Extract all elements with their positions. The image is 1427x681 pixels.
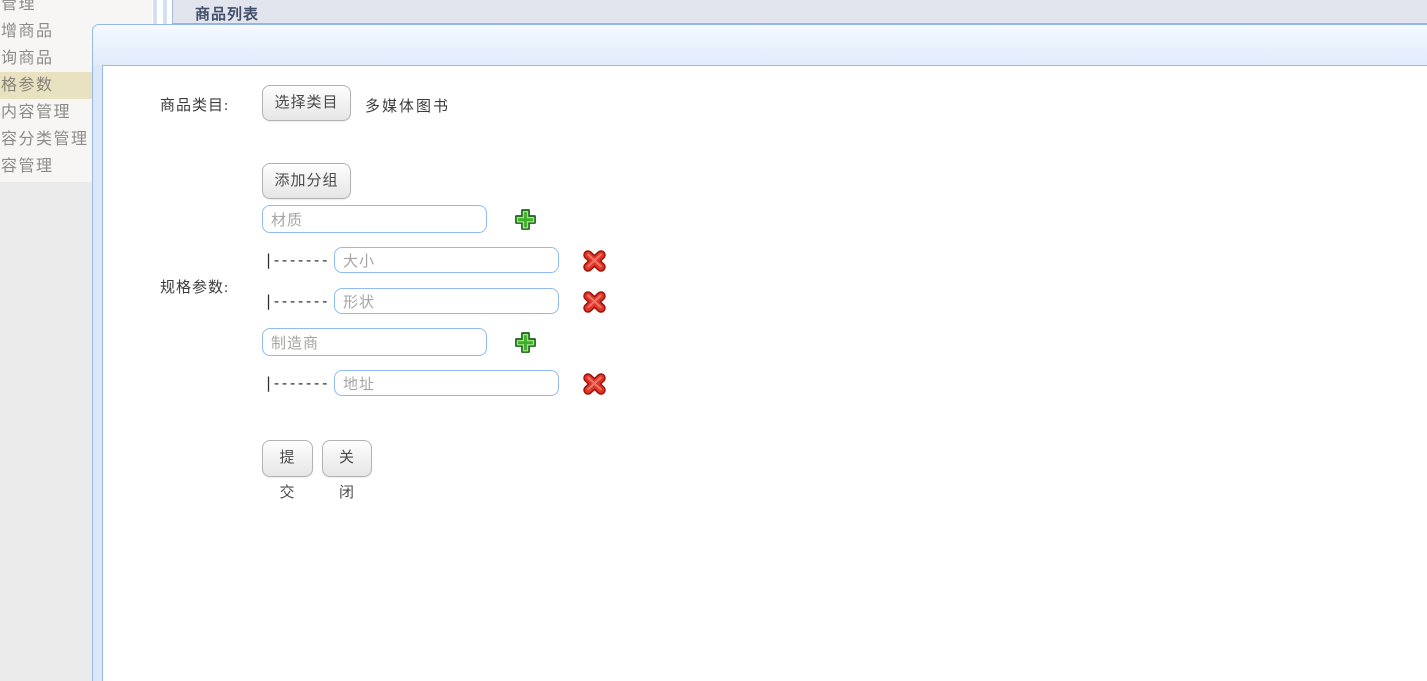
tab-product-list[interactable]: 商品列表 (195, 7, 260, 23)
add-param-icon[interactable] (514, 208, 537, 231)
sidebar-item[interactable]: 容管理 (1, 158, 54, 175)
category-label: 商品类目: (160, 98, 230, 114)
sidebar-item[interactable]: 询商品 (1, 50, 54, 67)
param-row: |------- (103, 369, 1427, 403)
close-button[interactable]: 关闭 (322, 440, 372, 501)
sidebar-item[interactable]: 内容管理 (1, 104, 72, 121)
param-name-input[interactable] (334, 247, 559, 273)
select-category-button[interactable]: 选择类目 (262, 85, 351, 121)
dialog-body: 商品类目: 选择类目 多媒体图书 规格参数: 添加分组 |------- |---… (102, 65, 1427, 681)
sidebar-item[interactable]: 容分类管理 (1, 131, 89, 148)
add-group-button[interactable]: 添加分组 (262, 163, 351, 199)
param-group-name-input[interactable] (262, 205, 487, 233)
param-group-name-input[interactable] (262, 328, 487, 356)
add-param-icon[interactable] (514, 331, 537, 354)
param-row: |------- (103, 246, 1427, 280)
dialog-header[interactable] (93, 25, 1427, 65)
delete-param-icon[interactable] (582, 250, 607, 272)
param-name-input[interactable] (334, 370, 559, 396)
tab-strip: 商品列表 (173, 0, 1427, 24)
spec-params-dialog: 商品类目: 选择类目 多媒体图书 规格参数: 添加分组 |------- |---… (92, 24, 1427, 681)
tree-branch-prefix: |------- (264, 251, 329, 269)
delete-param-icon[interactable] (582, 291, 607, 313)
submit-button[interactable]: 提交 (262, 440, 313, 501)
delete-param-icon[interactable] (582, 373, 607, 395)
param-row: |------- (103, 287, 1427, 321)
param-group-row (103, 328, 1427, 362)
tree-branch-prefix: |------- (264, 292, 329, 310)
param-name-input[interactable] (334, 288, 559, 314)
sidebar-item[interactable]: 增商品 (1, 23, 54, 40)
sidebar-item[interactable]: 管理 (1, 0, 37, 13)
tree-branch-prefix: |------- (264, 374, 329, 392)
selected-category-text: 多媒体图书 (365, 99, 451, 115)
param-group-row (103, 205, 1427, 239)
spec-params-label: 规格参数: (160, 280, 230, 296)
